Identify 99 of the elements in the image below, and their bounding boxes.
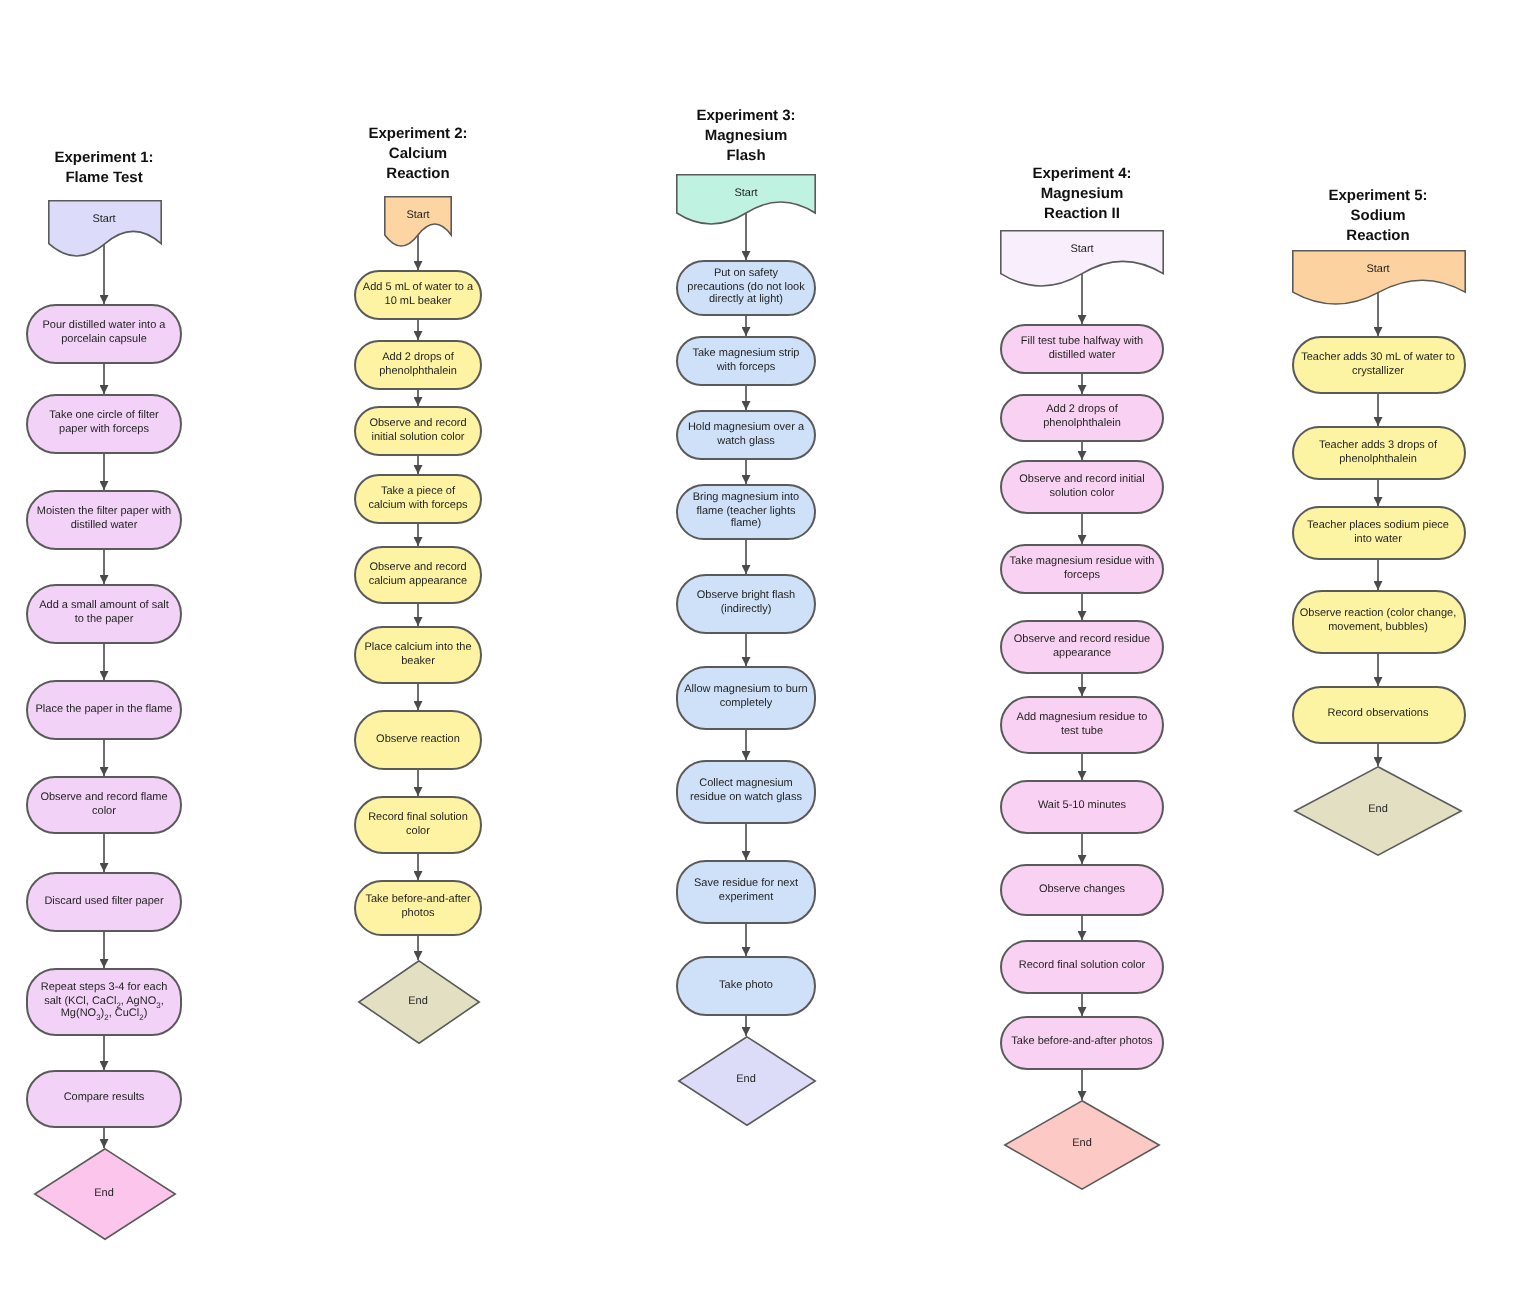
arrow — [1077, 593, 1087, 621]
arrow — [1077, 833, 1087, 865]
process-step — [26, 968, 182, 1036]
process-step — [26, 680, 182, 740]
document-shape — [1291, 250, 1465, 304]
arrow — [1373, 479, 1383, 507]
arrow — [99, 242, 109, 305]
process-step — [1000, 696, 1164, 754]
process-step — [1000, 544, 1164, 594]
process-step — [676, 484, 816, 540]
arrow — [413, 769, 423, 797]
end-diamond — [357, 960, 479, 1044]
arrow — [413, 319, 423, 341]
arrow — [99, 549, 109, 585]
arrow — [741, 633, 751, 667]
process-step — [676, 336, 816, 386]
arrow — [413, 853, 423, 881]
process-step — [1291, 686, 1465, 744]
process-step — [26, 776, 182, 834]
arrow — [413, 234, 423, 271]
process-step — [26, 584, 182, 644]
end-diamond — [677, 1036, 815, 1126]
process-step — [676, 666, 816, 730]
process-step — [354, 546, 482, 604]
process-step — [676, 860, 816, 924]
arrow — [99, 931, 109, 969]
process-step — [1000, 940, 1164, 994]
arrow — [741, 729, 751, 761]
arrow — [413, 683, 423, 711]
process-step — [1291, 336, 1465, 394]
process-step — [26, 872, 182, 932]
process-step — [1000, 780, 1164, 834]
arrow — [99, 363, 109, 395]
arrow — [1077, 673, 1087, 697]
process-step — [1000, 394, 1164, 442]
process-step — [26, 394, 182, 454]
process-step — [676, 410, 816, 460]
arrow — [1077, 441, 1087, 461]
process-step — [1000, 324, 1164, 374]
arrow — [99, 643, 109, 681]
end-diamond — [33, 1148, 175, 1240]
arrow — [1077, 513, 1087, 545]
document-shape — [1000, 230, 1164, 286]
process-step — [354, 474, 482, 524]
arrow — [413, 455, 423, 475]
arrow — [1077, 753, 1087, 781]
document-shape — [47, 200, 161, 256]
arrow — [1373, 291, 1383, 337]
end-diamond — [1004, 1100, 1160, 1190]
arrow — [99, 739, 109, 777]
arrow — [99, 1127, 109, 1149]
process-step — [354, 796, 482, 854]
arrow — [413, 935, 423, 961]
arrow — [1373, 653, 1383, 687]
process-step — [354, 710, 482, 770]
arrow — [1373, 559, 1383, 591]
arrow — [741, 923, 751, 957]
arrow — [413, 603, 423, 627]
process-step — [676, 574, 816, 634]
process-step — [354, 340, 482, 390]
process-step — [1000, 460, 1164, 514]
process-step — [676, 760, 816, 824]
arrow — [1373, 393, 1383, 427]
arrow — [1373, 743, 1383, 767]
document-shape — [676, 174, 816, 224]
arrow — [413, 523, 423, 547]
process-step — [26, 1070, 182, 1128]
arrow — [99, 833, 109, 873]
arrow — [1077, 272, 1087, 325]
process-step — [26, 490, 182, 550]
process-step — [1000, 864, 1164, 916]
arrow — [741, 315, 751, 337]
process-step — [1000, 620, 1164, 674]
process-step — [354, 626, 482, 684]
arrow — [99, 1035, 109, 1071]
arrow — [99, 453, 109, 491]
arrow — [741, 212, 751, 261]
process-step — [354, 406, 482, 456]
arrow — [741, 459, 751, 485]
arrow — [1077, 1069, 1087, 1101]
process-step — [354, 880, 482, 936]
arrow — [1077, 993, 1087, 1017]
arrow — [413, 389, 423, 407]
process-step — [354, 270, 482, 320]
process-step — [1291, 590, 1465, 654]
process-step — [676, 260, 816, 316]
process-step — [1291, 506, 1465, 560]
process-step — [676, 956, 816, 1016]
arrow — [1077, 373, 1087, 395]
arrow — [741, 539, 751, 575]
process-step — [1000, 1016, 1164, 1070]
process-step — [26, 304, 182, 364]
arrow — [741, 385, 751, 411]
document-shape — [384, 196, 452, 246]
end-diamond — [1294, 766, 1462, 856]
arrow — [1077, 915, 1087, 941]
arrow — [741, 1015, 751, 1037]
process-step — [1291, 426, 1465, 480]
arrow — [741, 823, 751, 861]
